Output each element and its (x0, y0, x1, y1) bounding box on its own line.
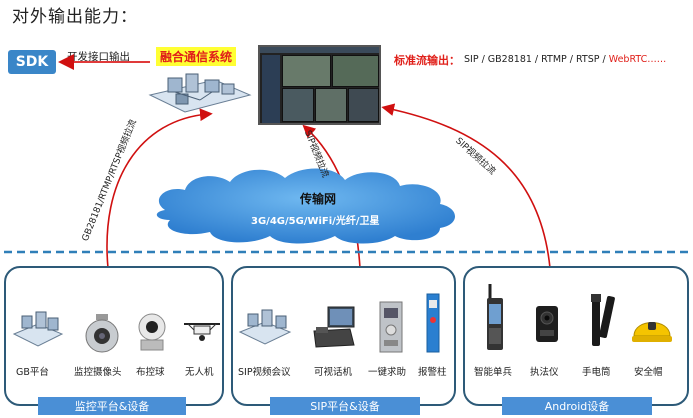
fusion-system-label: 融合通信系统 (156, 47, 237, 66)
device-label-dome-camera: 布控球 (136, 367, 165, 378)
network-subtitle: 3G/4G/5G/WiFi/光纤/卫星 (251, 216, 380, 227)
smart-soldier-icon (487, 284, 503, 350)
sip-conference-icon (238, 309, 292, 345)
panel-title-sip: SIP平台&设备 (270, 397, 420, 415)
drone-icon (184, 323, 220, 341)
standard-protocol-list: SIP / GB28181 / RTMP / RTSP / WebRTC…… (464, 54, 666, 65)
page-title: 对外输出能力： (12, 7, 138, 27)
device-label-flashlight: 手电筒 (582, 367, 611, 378)
sdk-label: 开发接口输出 (67, 51, 130, 63)
flashlight-icon (591, 294, 615, 346)
device-label-sip-conference: SIP视频会议 (238, 367, 291, 378)
device-label-smart-soldier: 智能单兵 (474, 367, 513, 378)
monitoring-screen-image (258, 45, 381, 125)
standard-output-title: 标准流输出 (394, 54, 449, 67)
device-label-gb-platform: GB平台 (16, 367, 49, 378)
standard-output-label: 标准流输出： (394, 52, 460, 68)
webrtc-protocol: WebRTC…… (608, 54, 667, 65)
device-label-recorder: 执法仪 (530, 367, 559, 378)
gb-platform-icon (12, 311, 64, 347)
device-label-video-phone: 可视话机 (314, 367, 353, 378)
device-label-drone: 无人机 (185, 367, 214, 378)
panel-title-monitoring: 监控平台&设备 (38, 397, 186, 415)
device-label-helmet: 安全帽 (634, 367, 663, 378)
sdk-box: SDK (8, 50, 56, 74)
protocol-list: SIP / GB28181 / RTMP / RTSP / (464, 54, 609, 65)
device-label-surveillance-camera: 监控摄像头 (74, 367, 122, 378)
video-phone-icon (313, 306, 355, 348)
surveillance-camera-icon (85, 314, 119, 353)
safety-helmet-icon (632, 322, 672, 342)
fusion-system-icon (148, 73, 252, 113)
alarm-column-icon (426, 293, 440, 353)
network-title: 传输网 (300, 192, 337, 206)
network-cloud (156, 168, 455, 244)
arrow-left-curve (106, 108, 213, 269)
arrow-right-curve (381, 103, 551, 269)
law-enforcement-recorder-icon (536, 306, 558, 342)
dome-camera-icon (138, 313, 166, 351)
panel-title-android: Android设备 (502, 397, 652, 415)
emergency-help-icon (379, 301, 403, 353)
device-label-emergency-help: 一键求助 (368, 367, 407, 378)
device-label-alarm-column: 报警柱 (418, 367, 447, 378)
standard-output-sep: ： (449, 54, 460, 67)
